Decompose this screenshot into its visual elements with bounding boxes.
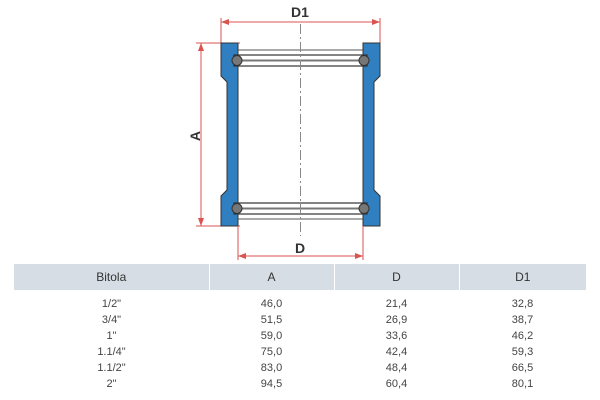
cell-bitola: 1.1/2" [97,362,126,374]
table-row: 1.1/4" 75,0 42,4 59,3 [14,344,586,360]
cell-a: 75,0 [260,346,283,358]
cell-a: 51,5 [260,314,283,326]
cell-d1: 32,8 [511,298,534,310]
table-row: 1" 59,0 33,6 46,2 [14,328,586,344]
cell-a: 59,0 [260,330,283,342]
seal-ring-icon [231,203,243,214]
cell-d1: 80,1 [511,378,534,390]
cell-a: 83,0 [260,362,283,374]
table-row: 1/2" 46,0 21,4 32,8 [14,290,586,312]
d1-dimension: D1 [220,4,381,44]
cell-d1: 46,2 [511,330,534,342]
table-row: 2" 94,5 60,4 80,1 [14,376,586,392]
column-header-d: D [334,264,460,290]
d1-dimension-label: D1 [291,4,309,20]
cell-bitola: 1" [106,330,117,342]
column-header-a: A [209,264,335,290]
cell-bitola: 1/2" [101,298,122,310]
cell-bitola: 2" [106,378,117,390]
dimensions-table: Bitola A D D1 1/2" 46,0 21,4 32,8 3/4" 5… [14,264,586,392]
table-header-row: Bitola A D D1 [14,264,586,290]
cell-d: 21,4 [385,298,408,310]
d-dimension: D [237,226,364,260]
cell-d1: 66,5 [511,362,534,374]
cell-d: 26,9 [385,314,408,326]
cell-bitola: 1.1/4" [97,346,126,358]
cell-d: 33,6 [385,330,408,342]
a-dimension-label: A [187,131,203,141]
table-row: 1.1/2" 83,0 48,4 66,5 [14,360,586,376]
column-header-bitola: Bitola [14,264,210,290]
cell-bitola: 3/4" [101,314,122,326]
cell-d1: 38,7 [511,314,534,326]
seal-ring-icon [358,203,370,214]
cell-d1: 59,3 [511,346,534,358]
table-row: 3/4" 51,5 26,9 38,7 [14,312,586,328]
seal-ring-icon [231,55,243,66]
cell-d: 48,4 [385,362,408,374]
coupling-technical-drawing: D1 A D [187,4,381,260]
d-dimension-label: D [295,240,305,256]
column-header-d1: D1 [459,264,586,290]
cell-d: 42,4 [385,346,408,358]
seal-ring-icon [358,55,370,66]
cell-a: 46,0 [260,298,283,310]
cell-a: 94,5 [260,378,283,390]
cell-d: 60,4 [385,378,408,390]
